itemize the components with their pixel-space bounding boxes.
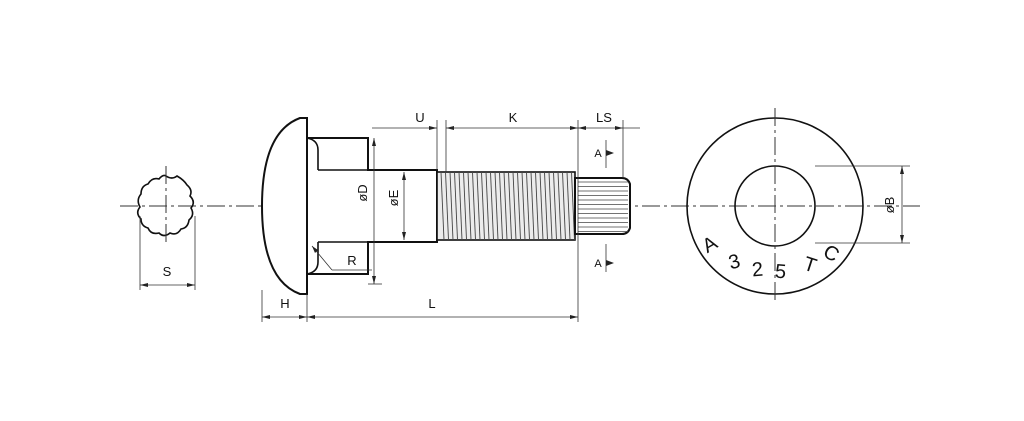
s-arrow-right: [187, 283, 195, 287]
thread-line: [440, 171, 445, 241]
marking-char-1: A: [699, 232, 722, 258]
thread-lines: [440, 171, 575, 241]
thread-line: [467, 171, 472, 241]
u-arrow-right: [429, 126, 437, 130]
marking-char-5: T: [801, 253, 819, 278]
s-label: S: [163, 264, 172, 279]
thread-line: [548, 171, 553, 241]
l-arrow-left: [307, 315, 315, 319]
l-arrow-right: [570, 315, 578, 319]
s-arrow-left: [140, 283, 148, 287]
h-label: H: [280, 296, 289, 311]
side-view-dimensions: H L U K LS øD øE R: [261, 110, 640, 322]
d-arrow-top: [372, 138, 376, 146]
thread-line: [508, 171, 512, 241]
thread-line: [454, 171, 458, 241]
u-label: U: [415, 110, 424, 125]
thread-line: [499, 171, 503, 241]
thread-line: [476, 171, 481, 241]
ls-arrow-right: [615, 126, 623, 130]
e-label: øE: [386, 189, 401, 206]
underhead-fillet: [306, 137, 319, 170]
bolt-side-view: [260, 117, 631, 295]
thread-line: [535, 171, 539, 241]
marking-char-3: 2: [751, 259, 764, 282]
thread-line: [503, 171, 508, 241]
bolt-head: [260, 117, 308, 295]
section-label-top: A: [594, 148, 602, 160]
e-arrow-bottom: [402, 232, 406, 240]
section-label-bottom: A: [594, 258, 602, 270]
bolt-shank: [306, 137, 438, 275]
marking-char-4: 5: [774, 261, 787, 284]
h-arrow-right: [299, 315, 307, 319]
marking-char-2: 3: [726, 250, 742, 274]
b-arrow-bottom: [900, 235, 904, 243]
thread-body: [436, 171, 576, 241]
thread-line: [512, 171, 517, 241]
thread-line: [458, 171, 463, 241]
section-arrow-top: [606, 150, 614, 156]
thread-line: [494, 171, 499, 241]
underhead-fillet-lower: [306, 242, 319, 275]
thread-line: [485, 171, 490, 241]
k-arrow-right: [570, 126, 578, 130]
thread-line: [566, 171, 571, 241]
spline-end-view: S: [136, 166, 196, 290]
spline-lines: [578, 181, 628, 232]
h-arrow-left: [262, 315, 270, 319]
spline-tip: [574, 177, 631, 235]
k-label: K: [509, 110, 518, 125]
thread-line: [445, 171, 449, 241]
marking-char-6: C: [819, 241, 843, 267]
thread-line: [517, 171, 521, 241]
thread-line: [472, 171, 476, 241]
thread-line: [557, 171, 562, 241]
thread-line: [481, 171, 485, 241]
section-arrow-bottom: [606, 260, 614, 266]
thread-line: [553, 171, 557, 241]
spline-end-outline: [136, 174, 195, 237]
thread-line: [539, 171, 544, 241]
r-arrow: [312, 246, 318, 253]
thread-line: [544, 171, 548, 241]
l-label: L: [428, 296, 435, 311]
b-label: øB: [882, 197, 897, 214]
ls-label: LS: [596, 110, 612, 125]
thread-line: [562, 171, 566, 241]
ls-arrow-left: [578, 126, 586, 130]
e-arrow-top: [402, 172, 406, 180]
b-arrow-top: [900, 166, 904, 174]
thread-line: [530, 171, 535, 241]
d-label: øD: [355, 184, 370, 201]
thread-line: [490, 171, 494, 241]
thread-line: [463, 171, 467, 241]
thread-line: [526, 171, 530, 241]
d-arrow-bottom: [372, 276, 376, 284]
r-label: R: [347, 253, 356, 268]
thread-line: [449, 171, 454, 241]
thread-line: [521, 171, 526, 241]
